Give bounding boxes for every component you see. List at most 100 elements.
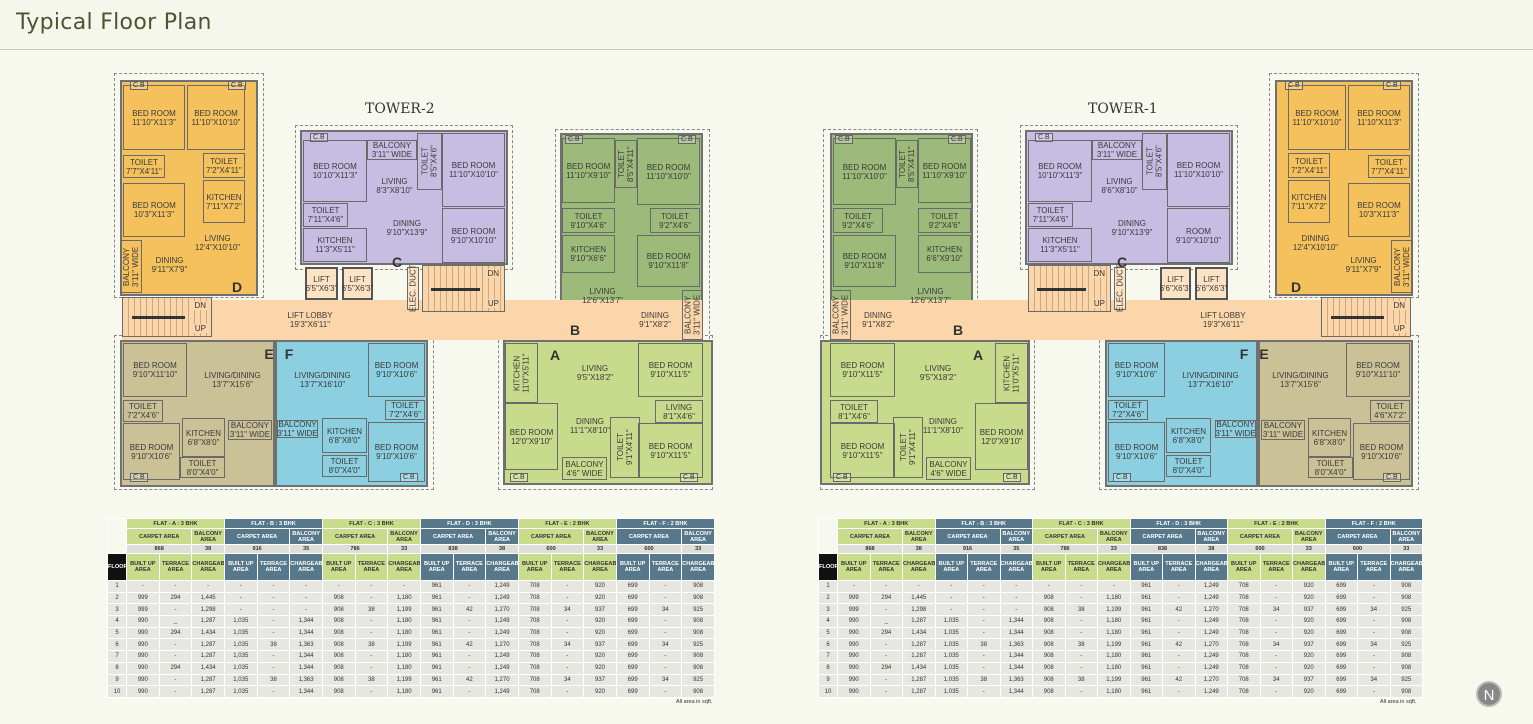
area-value: 1,035 [934,661,968,675]
area-value: 961 [419,626,454,640]
room-name: DINING [576,416,604,426]
area-value: - [1162,626,1196,640]
room-size: 9'10"X11'5" [842,450,883,460]
area-value: - [550,685,585,698]
area-value: 937 [583,603,617,617]
room-size: 12'0"X9'10" [511,436,552,446]
carpet-area-value: 916 [934,544,1001,554]
flat-header: FLAT - E : 2 BHK [1227,518,1326,529]
area-value: 34 [1259,603,1293,617]
area-value: 908 [321,591,356,605]
area-value: - [158,638,193,652]
tower-title: TOWER-1 [1088,101,1158,117]
room-size: 11'10"X10'0" [646,171,691,181]
area-value: 34 [550,673,585,687]
room-name: LIVING [917,286,944,296]
room-name: TOILET [930,211,959,221]
area-value: - [869,650,903,663]
floor-number: 10 [818,685,838,698]
balcony-area-value: 35 [999,544,1033,554]
blank-corner [107,518,127,554]
area-value: 908 [1032,626,1066,640]
area-value: 34 [648,603,683,617]
room-name: BALCONY [565,459,604,469]
room-name: LIVING [204,234,231,243]
room-name: LIVING [665,402,693,412]
area-value: - [967,591,1001,605]
north-compass-icon: N [1476,681,1502,707]
room-name: BED ROOM [840,441,885,451]
area-value: - [1064,626,1098,640]
room-size: 9'10"X4'6" [570,220,607,230]
area-value: - [1162,580,1196,593]
area-value: 38 [256,638,291,652]
floor-header: FLOOR [107,553,127,581]
flat-header: FLAT - B : 3 BHK [934,518,1033,529]
room-size: 8'3"X8'10" [376,185,413,195]
area-value: 990 [837,685,871,698]
area-value: 908 [1032,650,1066,663]
room-size: 10'3"X11'3" [133,210,175,219]
area-value: 920 [1292,685,1326,698]
room-size: 6'5"X6'3" [341,283,374,293]
room-name: LIFT [313,274,330,284]
room-name: LIVING [381,176,408,186]
room-size: 8'0"X4'0" [186,467,219,477]
area-value: 1,287 [902,685,936,698]
room-name: BED ROOM [1114,443,1159,452]
area-value: - [1357,591,1391,605]
area-value: - [869,580,903,593]
room-size: 9'10"X13'9" [1111,228,1153,237]
area-value: - [999,603,1033,617]
area-value: - [158,580,193,593]
area-value: 990 [837,650,871,663]
room-name: LIVING [1350,256,1377,265]
room-name: TOILET [898,150,907,178]
room-name: DINING [864,311,892,320]
area-value: - [1162,685,1196,698]
cupboard-label: C.B [228,81,246,90]
area-value: 42 [452,603,487,617]
area-value: - [1064,650,1098,663]
room-name: LIFT LOBBY [287,311,333,320]
area-value: - [648,626,683,640]
area-value: 699 [1324,673,1358,687]
room-size: 9'10"X11'10" [1355,370,1401,379]
area-value: - [158,650,193,663]
area-value: 708 [517,626,552,640]
area-value: 1,249 [485,580,519,593]
flat-header: FLAT - D : 3 BHK [1129,518,1228,529]
room-size: 9'10"X11'5" [650,450,691,460]
room-name: TOILET [899,433,908,462]
area-value: - [256,661,291,675]
area-value: 908 [1389,615,1423,628]
flat-f-area [1105,340,1258,487]
room-name: LIVING/DINING [204,371,261,380]
cupboard-label: C.B [1113,473,1131,482]
sub-header: TERRACE AREA [1357,553,1391,581]
room-name: TOILET [1036,206,1065,215]
area-value: 961 [419,591,454,605]
area-value: 990 [837,615,871,628]
area-value: 925 [681,603,715,617]
area-value: 920 [1292,650,1326,663]
room-size: 9'2"X4'6" [842,220,874,230]
area-value: - [354,580,389,593]
